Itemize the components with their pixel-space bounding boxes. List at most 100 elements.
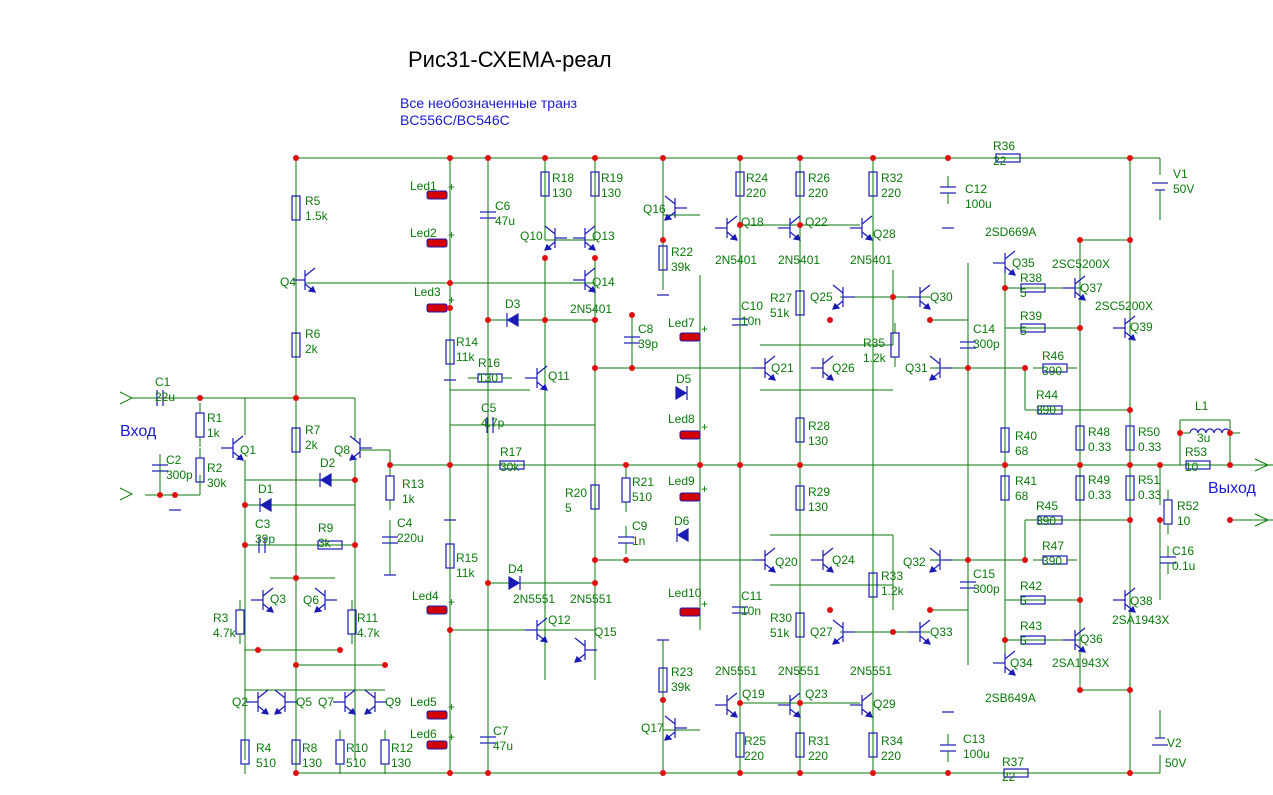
resistor-r14 bbox=[445, 330, 455, 374]
transistor-ref-q23: Q23 bbox=[805, 687, 828, 701]
led-ref-led8: Led8 bbox=[668, 412, 695, 426]
transistor-q6 bbox=[314, 587, 337, 613]
transistor-q30 bbox=[908, 284, 931, 310]
junction-node bbox=[592, 557, 598, 563]
junction-node bbox=[827, 317, 833, 323]
junction-node bbox=[1227, 517, 1233, 523]
led-plus: + bbox=[701, 597, 708, 611]
resistor-r46 bbox=[1033, 363, 1077, 373]
resistor-r39 bbox=[1011, 323, 1055, 333]
junction-node bbox=[172, 492, 178, 498]
capacitor-ref-c1: C1 bbox=[155, 375, 171, 389]
junction-node bbox=[737, 462, 743, 468]
junction-node bbox=[1227, 462, 1233, 468]
capacitor-ref-c7: C7 bbox=[493, 724, 509, 738]
led-plus: + bbox=[701, 482, 708, 496]
resistor-r18 bbox=[540, 162, 550, 206]
junction-node bbox=[1227, 430, 1233, 436]
capacitor-c15 bbox=[960, 571, 976, 599]
junction-node bbox=[737, 222, 743, 228]
resistor-value-r4: 510 bbox=[256, 756, 276, 770]
junction-node bbox=[737, 770, 743, 776]
resistor-ref-r11: R11 bbox=[357, 611, 378, 625]
capacitor-c11 bbox=[732, 596, 748, 624]
junction-node bbox=[1002, 285, 1008, 291]
resistor-r30 bbox=[795, 603, 805, 647]
resistor-ref-r6: R6 bbox=[305, 327, 321, 341]
led-ref-led4: Led4 bbox=[412, 589, 439, 603]
resistor-ref-r50: R50 bbox=[1138, 425, 1160, 439]
resistor-ref-r8: R8 bbox=[302, 741, 318, 755]
capacitor-value-c5: 4.7p bbox=[481, 416, 505, 430]
resistor-ref-r34: R34 bbox=[881, 734, 903, 748]
transistor-type-q28: 2N5401 bbox=[850, 253, 892, 267]
resistor-ref-r32: R32 bbox=[881, 171, 903, 185]
junction-node bbox=[387, 462, 393, 468]
resistor-ref-r29: R29 bbox=[808, 485, 830, 499]
junction-node bbox=[293, 155, 299, 161]
led-led9 bbox=[679, 492, 701, 502]
led-ref-led2: Led2 bbox=[410, 226, 437, 240]
transistor-q21 bbox=[753, 355, 776, 381]
resistor-value-r36: 22 bbox=[993, 154, 1007, 168]
junction-node bbox=[827, 607, 833, 613]
resistor-value-r28: 130 bbox=[808, 434, 828, 448]
capacitor-value-c3: 39p bbox=[255, 532, 275, 546]
transistor-ref-q20: Q20 bbox=[775, 555, 798, 569]
junction-node bbox=[447, 155, 453, 161]
junction-node bbox=[337, 647, 343, 653]
transistor-type-q29: 2N5551 bbox=[850, 664, 892, 678]
junction-node bbox=[870, 155, 876, 161]
transistor-q29 bbox=[850, 692, 873, 718]
led-led4 bbox=[426, 605, 448, 615]
junction-node bbox=[1157, 462, 1163, 468]
junction-node bbox=[1077, 597, 1083, 603]
transistor-q39 bbox=[1113, 315, 1136, 341]
junction-node bbox=[255, 647, 261, 653]
junction-node bbox=[447, 305, 453, 311]
resistor-r20 bbox=[590, 475, 600, 519]
led-led5 bbox=[426, 710, 448, 720]
resistor-value-r43: 5 bbox=[1020, 634, 1027, 648]
resistor-value-r10: 510 bbox=[346, 756, 366, 770]
transistor-q18 bbox=[715, 215, 738, 241]
resistor-value-r25: 220 bbox=[744, 749, 764, 763]
capacitor-c4 bbox=[382, 526, 398, 554]
output-label: Выход bbox=[1208, 480, 1257, 497]
led-plus: + bbox=[701, 420, 708, 434]
resistor-value-r40: 68 bbox=[1015, 444, 1029, 458]
capacitor-ref-c15: C15 bbox=[973, 567, 995, 581]
transistor-q12 bbox=[525, 617, 548, 643]
capacitor-c3 bbox=[248, 537, 276, 553]
junction-node bbox=[1127, 462, 1133, 468]
transistor-ref-q11: Q11 bbox=[548, 369, 570, 383]
supply-value-v1: 50V bbox=[1173, 182, 1194, 196]
transistor-ref-q8: Q8 bbox=[334, 443, 350, 457]
junction-node bbox=[293, 770, 299, 776]
diode-d1 bbox=[259, 497, 272, 513]
resistor-r40 bbox=[1000, 418, 1010, 462]
resistor-value-r21: 510 bbox=[632, 490, 652, 504]
resistor-ref-r7: R7 bbox=[305, 423, 321, 437]
junction-node bbox=[447, 627, 453, 633]
resistor-value-r2: 30k bbox=[207, 476, 227, 490]
junction-node bbox=[629, 365, 635, 371]
junction-node bbox=[592, 155, 598, 161]
junction-node bbox=[660, 155, 666, 161]
capacitor-value-c2: 300p bbox=[166, 468, 193, 482]
capacitor-ref-c11: C11 bbox=[741, 589, 762, 603]
transistor-q9 bbox=[364, 689, 387, 715]
transistor-q32 bbox=[929, 547, 952, 573]
capacitor-ref-c16: C16 bbox=[1172, 544, 1194, 558]
resistor-ref-r18: R18 bbox=[552, 171, 574, 185]
transistor-q28 bbox=[850, 215, 873, 241]
supply-ref-v2: V2 bbox=[1167, 736, 1182, 750]
diode-ref-d6: D6 bbox=[674, 514, 690, 528]
junction-node bbox=[1022, 365, 1028, 371]
resistor-r27 bbox=[795, 281, 805, 325]
junction-node bbox=[197, 395, 203, 401]
capacitor-c7 bbox=[480, 726, 496, 754]
resistor-r47 bbox=[1033, 555, 1077, 565]
transistor-q34 bbox=[993, 650, 1016, 676]
resistor-value-r48: 0.33 bbox=[1088, 440, 1112, 454]
